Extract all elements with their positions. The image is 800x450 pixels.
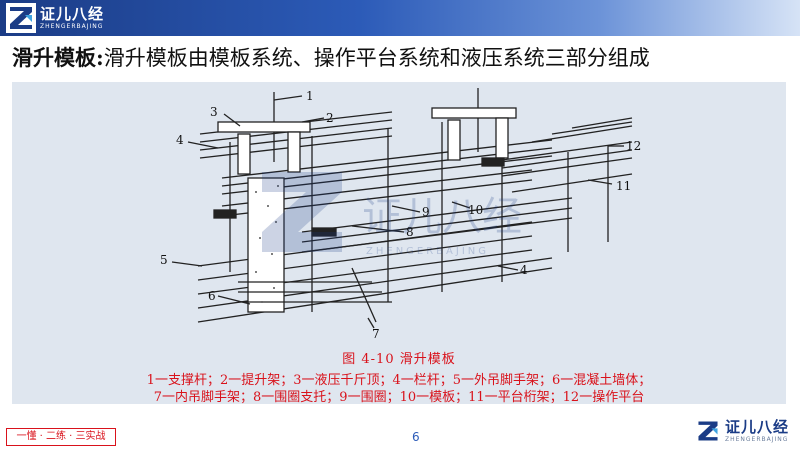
figure-legend-line-1: 1一支撑杆；2一提升架；3一液压千斤顶；4一栏杆；5一外吊脚手架；6一混凝土墙体… [146,373,652,388]
footer-logo-subtext: ZHENGERBAJING [725,435,789,443]
footer-logo: 证儿八经 ZHENGERBAJING [695,418,789,444]
diagram-panel: 证儿八经 ZHENGERBAJING 1 2 3 4 5 6 7 8 9 10 … [12,82,786,404]
callout-4: 4 [176,133,184,147]
callout-10: 10 [468,203,483,217]
callout-5: 5 [160,253,168,267]
page-number: 6 [412,430,420,444]
callout-2: 2 [326,111,334,125]
slide-title-rest: 滑升模板由模板系统、操作平台系统和液压系统三部分组成 [103,46,650,70]
callout-11: 11 [616,179,631,193]
callout-9: 9 [422,205,430,219]
callout-6: 6 [208,289,216,303]
callout-3: 3 [210,105,218,119]
callout-12: 12 [626,139,641,153]
header-logo-subtext: ZHENGERBAJING [40,22,104,30]
callout-8: 8 [406,225,414,239]
header-logo: 证儿八经 ZHENGERBAJING [6,3,104,33]
callout-7: 7 [372,327,380,341]
diagram-watermark-text: 证儿八经 [362,194,522,240]
figure-title: 图 4-10 滑升模板 [342,352,456,367]
figure-legend-line-2: 7一内吊脚手架；8一围圈支托；9一围圈；10一模板；11一平台桁架；12一操作平… [153,390,645,405]
footer-logo-text: 证儿八经 [725,417,790,436]
footer-logo-icon [698,421,718,441]
logo-icon [6,3,36,33]
diagram-watermark-subtext: ZHENGERBAJING [366,246,489,257]
callout-4b: 4 [520,263,528,277]
footer-tagline: 一懂 · 二练 · 三实战 [6,428,116,446]
slide-title-term: 滑升模板: [12,45,104,70]
slipform-diagram: 证儿八经 ZHENGERBAJING 1 2 3 4 5 6 7 8 9 10 … [160,88,641,341]
header-logo-text: 证儿八经 [40,4,105,23]
header-bar: 证儿八经 ZHENGERBAJING [0,0,800,36]
slide-title: 滑升模板:滑升模板由模板系统、操作平台系统和液压系统三部分组成 [12,42,650,72]
callout-1: 1 [306,89,314,103]
